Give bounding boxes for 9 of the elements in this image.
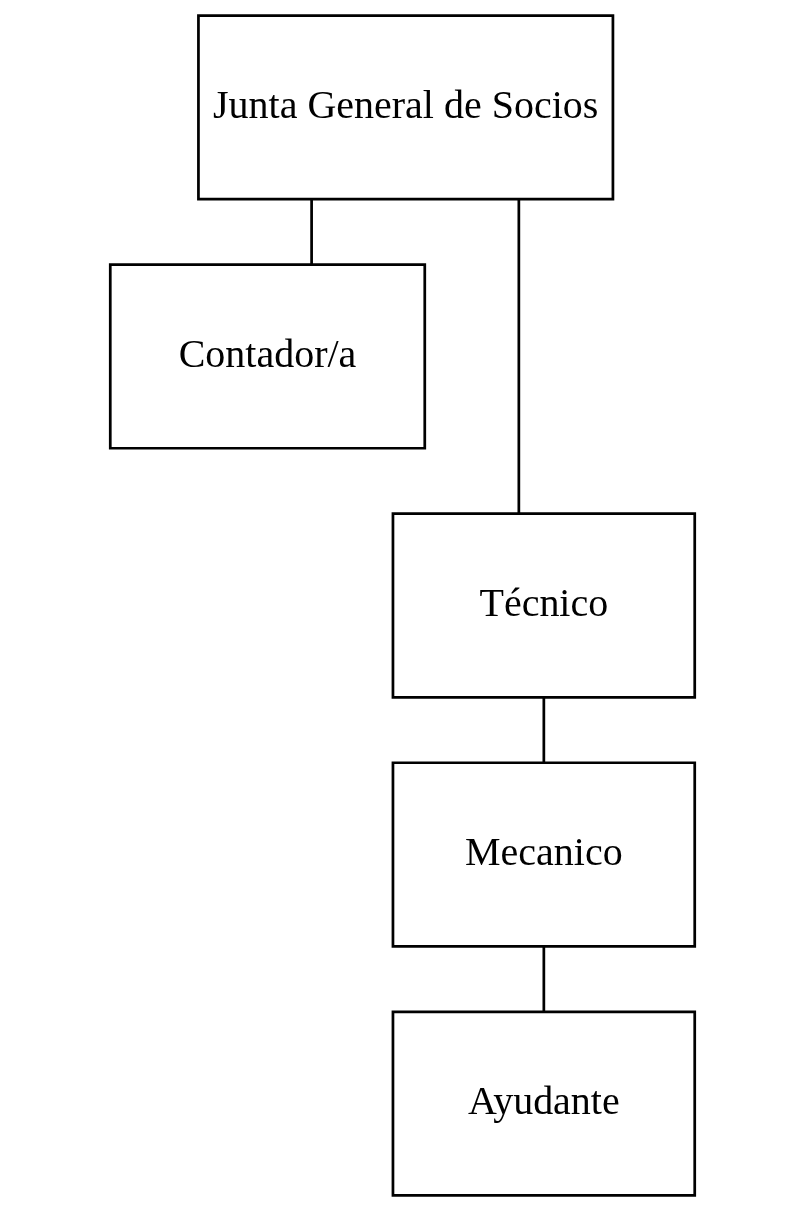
node-box: Técnico: [391, 512, 697, 699]
connector: [517, 199, 521, 514]
connector: [542, 946, 546, 1012]
node-box: Mecanico: [391, 761, 697, 948]
node-box: Contador/a: [108, 263, 427, 450]
connector: [310, 199, 313, 264]
node-box: Ayudante: [391, 1010, 697, 1197]
node-box: Junta General de Socios: [197, 14, 615, 201]
connector: [542, 697, 546, 763]
